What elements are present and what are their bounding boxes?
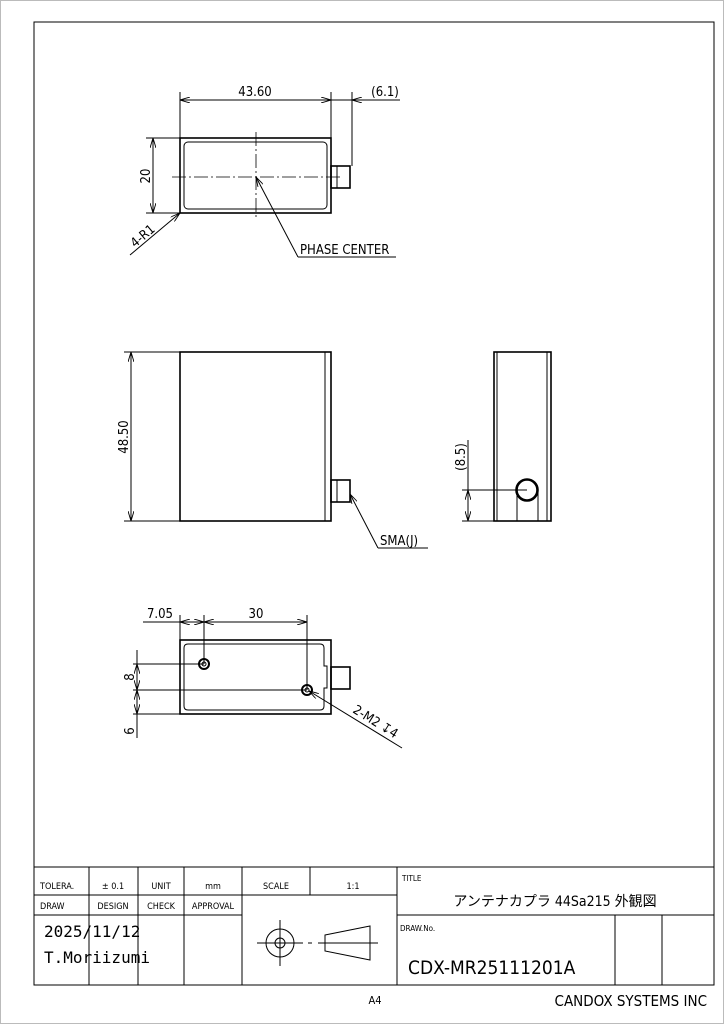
side-view: (8.5) (454, 351, 552, 522)
tolerance-label: TOLERA. (39, 882, 74, 892)
front-view: 48.50 SMA(J) (117, 351, 428, 549)
check-label: CHECK (147, 902, 176, 912)
hole-spacing-dimension: 30 (249, 607, 264, 622)
scale-value: 1:1 (346, 882, 359, 892)
unit-label: UNIT (151, 882, 170, 892)
width-dimension: 43.60 (238, 85, 271, 100)
drawer-name: T.Moriizumi (44, 948, 150, 967)
front-body-outline (179, 351, 332, 522)
side-body-outline (493, 351, 552, 522)
top-body-inner (183, 141, 328, 210)
connector-height-dimension: (8.5) (454, 443, 469, 471)
unit-value: mm (205, 882, 221, 892)
title-label: TITLE (401, 874, 422, 883)
tolerance-value: ± 0.1 (102, 882, 124, 892)
drawing-number: CDX-MR25111201A (408, 957, 576, 979)
hole-x-dimension: 7.05 (147, 607, 173, 622)
company-name: CANDOX SYSTEMS INC (555, 992, 707, 1010)
drawing-frame (33, 21, 715, 986)
bottom-connector (330, 666, 351, 690)
draw-label: DRAW (40, 902, 65, 912)
drawing-number-label: DRAW.No. (400, 924, 435, 933)
height-dimension: 20 (139, 169, 154, 184)
total-height-dimension: 48.50 (117, 420, 132, 453)
drawing-date: 2025/11/12 (44, 922, 140, 941)
approval-label: APPROVAL (192, 902, 235, 912)
drawing-title: アンテナカプラ 44Sa215 外観図 (453, 893, 656, 910)
connector-type-label: SMA(J) (380, 534, 418, 549)
connector-length-dimension: (6.1) (371, 85, 399, 100)
third-angle-projection-symbol (257, 920, 378, 966)
hole-y-dimension-1: 8 (123, 673, 138, 680)
title-block: TOLERA. ± 0.1 UNIT mm SCALE 1:1 DRAW DES… (34, 866, 714, 1010)
hole-y-dimension-2: 6 (123, 727, 138, 734)
design-label: DESIGN (97, 902, 128, 912)
scale-label: SCALE (263, 882, 289, 892)
front-connector (330, 479, 351, 503)
phase-center-label: PHASE CENTER (300, 243, 389, 258)
paper-size: A4 (368, 994, 381, 1007)
bottom-body-inner (183, 643, 328, 711)
